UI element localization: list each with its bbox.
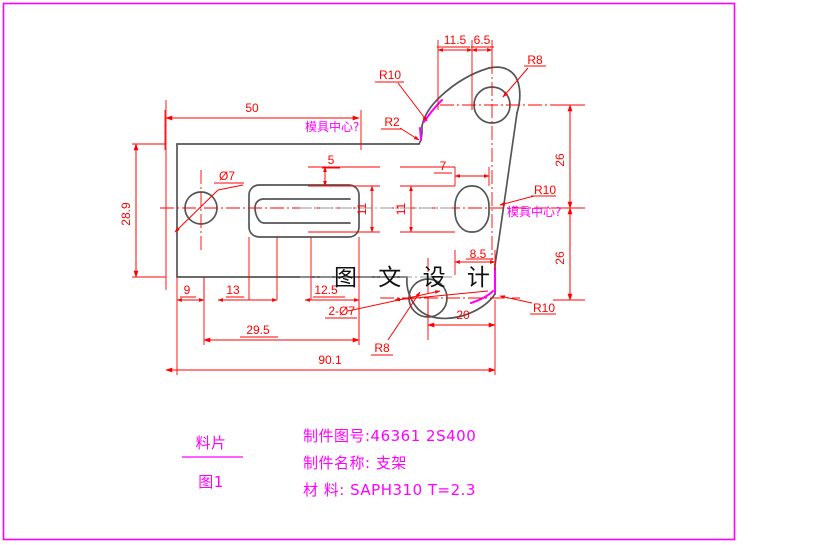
label-hole-pair: 2-Ø7 [328, 304, 355, 318]
titleblock-material: 材 料: SAPH310 T=2.3 [303, 481, 476, 499]
dim-bottom-c: 12.5 [314, 283, 338, 297]
dim-left-height: 28.9 [119, 202, 133, 226]
dim-bottom-total: 29.5 [246, 323, 270, 337]
dim-top-b: 6.5 [474, 33, 491, 47]
radius-callouts: R10 R2 R8 R10 R10 R8 Ø7 [174, 53, 556, 356]
part-label-block: 料片 图1 [182, 434, 243, 491]
dim-oval-height: 11 [394, 202, 408, 215]
label-r8-top: R8 [527, 53, 543, 67]
note-mold-center-top: 模具中心? [305, 119, 359, 134]
slot-inner [254, 198, 351, 224]
dim-step: 8.5 [470, 247, 487, 261]
label-r10-bottom: R10 [533, 301, 555, 315]
center-lines [160, 60, 553, 330]
label-r10-top: R10 [379, 68, 401, 82]
dim-right-upper: 26 [553, 153, 567, 167]
dim-bottom-b: 13 [226, 283, 240, 297]
dim-bottom-a: 9 [184, 283, 191, 297]
title-block: 制件图号:46361 2S400 制件名称: 支架 材 料: SAPH310 T… [303, 427, 476, 499]
dim-top-a: 11.5 [444, 33, 467, 47]
note-mold-center-right: 模具中心? [507, 204, 561, 219]
titleblock-drawing-no: 制件图号:46361 2S400 [303, 427, 476, 445]
label-r8-bottom: R8 [374, 341, 390, 355]
dim-overall-length: 90.1 [318, 353, 342, 367]
hole-oval [454, 185, 490, 233]
drawing-border [2, 2, 736, 541]
slot-outer [248, 184, 360, 238]
label-r10-right: R10 [534, 183, 556, 197]
label-hole-left: Ø7 [219, 169, 235, 183]
dimension-lines: 50 28.9 11.5 6.5 26 26 5 11 [119, 33, 585, 375]
dim-oval-width: 7 [440, 159, 447, 173]
dim-slot-height: 11 [355, 202, 369, 215]
titleblock-part-name: 制件名称: 支架 [303, 454, 407, 472]
dim-top-width: 50 [245, 101, 259, 115]
part-label-line1: 料片 [195, 434, 226, 452]
dim-bottom-right: 20 [456, 308, 470, 322]
dim-right-lower: 26 [553, 251, 567, 265]
dim-slot-offset: 5 [328, 153, 335, 167]
label-r2: R2 [384, 115, 400, 129]
part-label-line2: 图1 [198, 473, 224, 491]
watermark-text: 图 文 设 计 [334, 265, 497, 291]
